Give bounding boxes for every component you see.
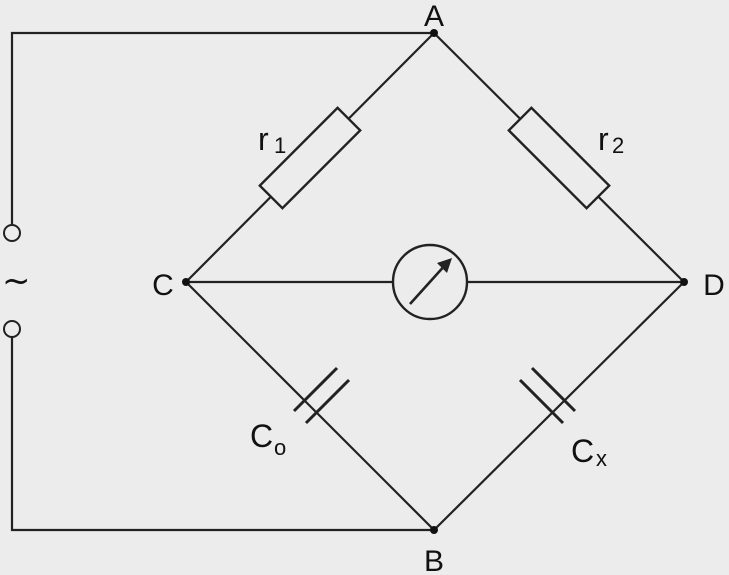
label-r1: r 1 — [258, 121, 286, 158]
bottom-supply-wire — [10, 337, 434, 532]
label-cx-sub: x — [596, 446, 607, 471]
junction-d — [680, 278, 688, 286]
galvanometer-needle — [409, 262, 448, 305]
terminal-top — [3, 224, 21, 242]
galvanometer-arrowhead — [437, 258, 452, 273]
ac-source-symbol: ~ — [2, 261, 31, 301]
node-label-b: B — [424, 545, 444, 575]
label-c0-main: C — [250, 418, 273, 454]
resistor-r1 — [258, 106, 362, 210]
junction-a — [430, 29, 438, 37]
terminal-bottom — [3, 320, 21, 338]
junction-b — [430, 526, 438, 534]
node-label-d: D — [703, 269, 725, 302]
supply-wires: ~ — [2, 31, 434, 532]
label-r2-sub: 2 — [612, 133, 624, 158]
top-supply-wire — [10, 31, 434, 224]
capacitor-cx-plate-1 — [530, 366, 577, 413]
label-cx-main: C — [571, 433, 594, 469]
resistor-r2-body — [507, 106, 611, 210]
junction-dots — [182, 29, 688, 534]
label-r2: r 2 — [598, 121, 624, 158]
capacitor-c0-plate-2 — [304, 378, 351, 425]
label-r1-sub: 1 — [274, 133, 286, 158]
arm-d-b — [433, 281, 685, 531]
label-c0: C o — [250, 418, 286, 460]
capacitor-c0-gap-mask — [312, 386, 331, 405]
resistor-r1-body — [258, 106, 362, 210]
resistor-r2 — [507, 106, 611, 210]
node-label-a: A — [424, 0, 444, 33]
capacitor-c0-plate-1 — [292, 366, 339, 413]
capacitor-c0 — [292, 366, 351, 425]
label-r2-main: r — [598, 121, 609, 157]
arm-c-b — [185, 281, 435, 531]
label-c0-sub: o — [274, 435, 286, 460]
junction-c — [182, 278, 190, 286]
capacitor-cx-gap-mask — [538, 386, 557, 405]
label-r1-main: r — [258, 121, 269, 157]
node-label-c: C — [152, 269, 174, 302]
capacitor-cx — [518, 366, 577, 425]
capacitor-cx-plate-2 — [518, 378, 565, 425]
label-cx: C x — [571, 433, 607, 471]
galvanometer-icon — [391, 243, 469, 321]
